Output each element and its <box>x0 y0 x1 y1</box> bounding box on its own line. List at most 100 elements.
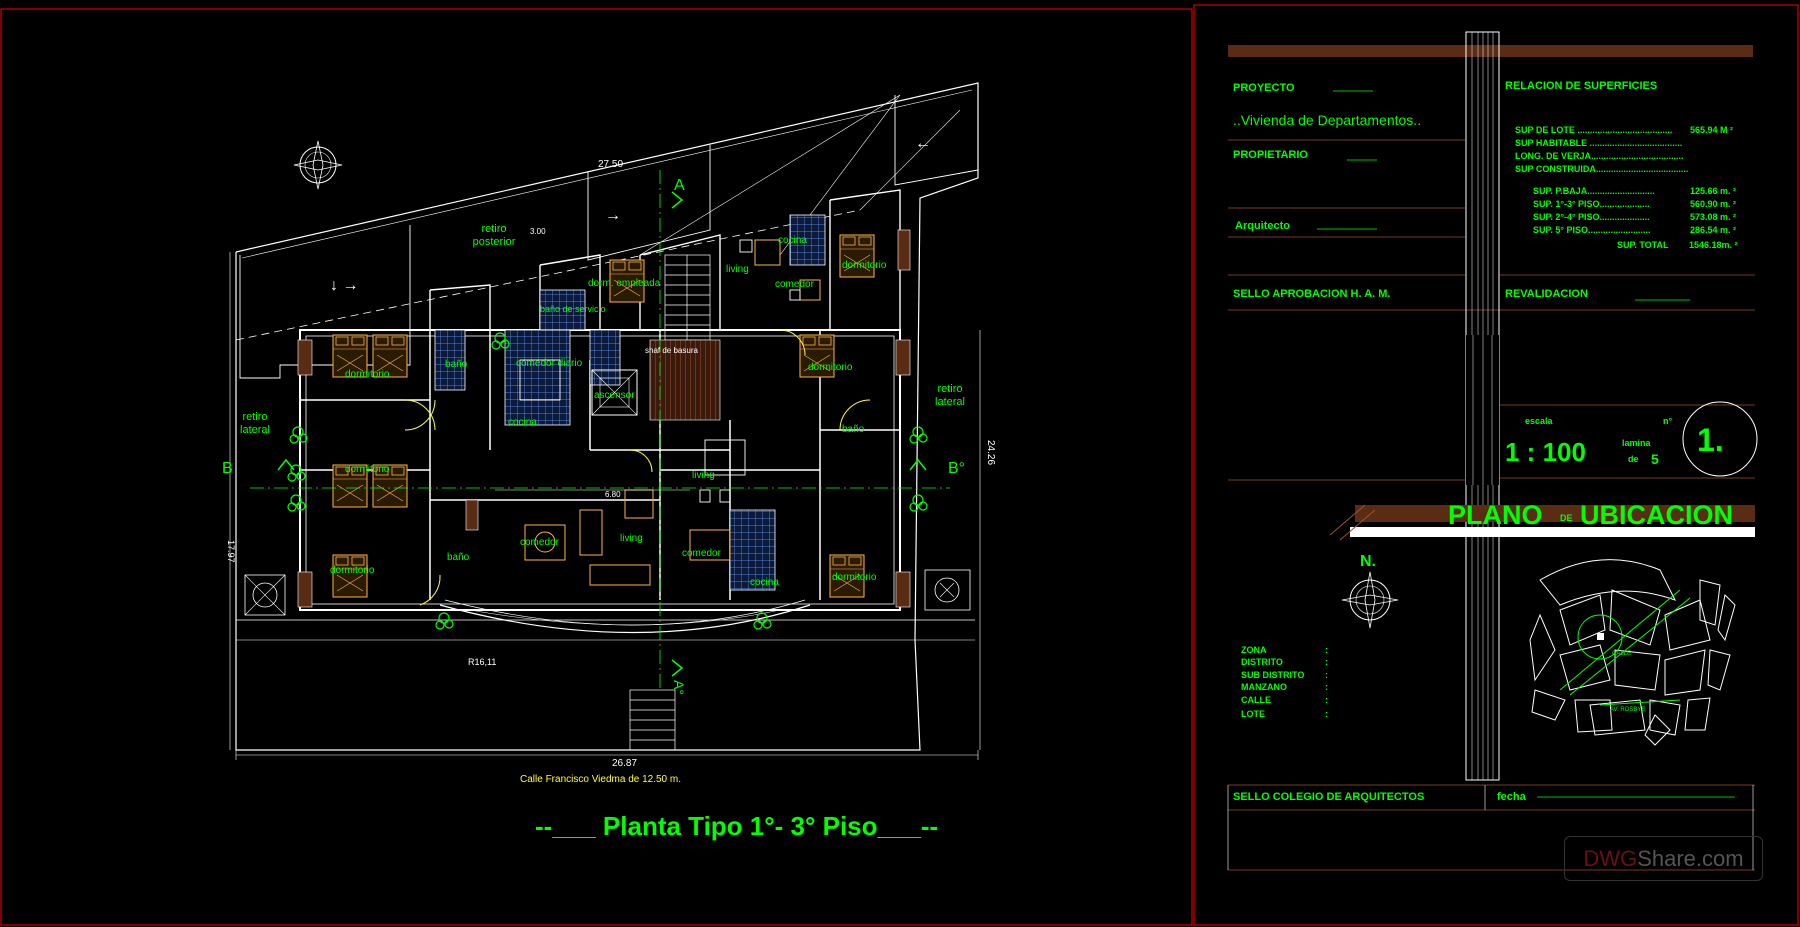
ubicacion-title-post: UBICACION <box>1580 500 1733 530</box>
revalidacion-label: REVALIDACION <box>1505 288 1588 300</box>
ubicacion-title-pre: PLANO <box>1448 500 1543 530</box>
sup-total-label: SUP. TOTAL <box>1617 240 1669 250</box>
room-bano-servicio: baño de servicio <box>540 304 606 314</box>
sup-5-value: 286.54 m. ² <box>1690 225 1736 235</box>
dim-left: 17.97 <box>226 540 236 563</box>
sup-total-value: 1546.18m. ² <box>1689 240 1738 250</box>
de-label: de <box>1628 454 1639 464</box>
room-ascensor: ascensor <box>594 390 635 401</box>
dim-radius: R16,11 <box>468 657 496 667</box>
section-b-left: B <box>222 460 233 477</box>
room-dormitorio-5: dormitorio <box>842 260 887 271</box>
north-label: N. <box>1360 553 1376 570</box>
n-label: n° <box>1663 416 1672 426</box>
room-dormitorio-6: dormitorio <box>832 572 877 583</box>
lamina-label: lamina <box>1622 438 1652 448</box>
section-a-bottom: A° <box>671 680 687 695</box>
room-living-2: living <box>692 470 715 481</box>
escala-label: escala <box>1525 416 1554 426</box>
room-comedor-2: comedor <box>682 548 722 559</box>
street-label: Calle Francisco Viedma de 12.50 m. <box>520 774 681 785</box>
lamina-circle <box>1682 401 1758 477</box>
sup-construida-label: SUP CONSTRUIDA..........................… <box>1515 164 1688 174</box>
sup-1-3-value: 560.90 m. ² <box>1690 199 1736 209</box>
title-block: PROYECTO ..Vivienda de Departamentos.. P… <box>1227 31 1758 871</box>
room-cocina-2: cocina <box>750 577 779 588</box>
manzano-label: MANZANO <box>1241 682 1287 692</box>
distrito-label: DISTRITO <box>1241 657 1283 667</box>
room-comedor-1: comedor <box>520 537 560 548</box>
distrito-sep: : <box>1325 657 1328 667</box>
relacion-label: RELACION DE SUPERFICIES <box>1505 80 1657 92</box>
room-bano-3: baño <box>842 424 865 435</box>
map-street-2: CALLE <box>1612 651 1631 657</box>
zona-label: ZONA <box>1241 645 1267 655</box>
sub-distrito-sep: : <box>1325 670 1328 680</box>
svg-text:↓ →: ↓ → <box>330 277 358 294</box>
left-sheet-frame <box>0 8 1193 926</box>
location-north-arrow-icon <box>1341 571 1399 629</box>
room-living-3: living <box>726 264 749 275</box>
section-a-top: A <box>674 177 685 194</box>
section-b-right: B° <box>948 460 965 477</box>
sup-1-3-label: SUP. 1°-3° PISO.................... <box>1533 199 1650 209</box>
dim-inner: 6.80 <box>605 490 621 499</box>
watermark-share: Share.com <box>1637 846 1744 871</box>
svg-text:←: ← <box>915 135 931 152</box>
room-cocina-1: cocina <box>508 417 537 428</box>
sup-lote-label: SUP DE LOTE ............................… <box>1515 125 1672 135</box>
calle-sep: : <box>1325 695 1328 705</box>
propietario-label: PROPIETARIO <box>1233 149 1308 161</box>
sub-distrito-label: SUB DISTRITO <box>1241 670 1304 680</box>
escala-value: 1 : 100 <box>1505 437 1586 467</box>
watermark-dwg: DWG <box>1583 846 1638 871</box>
watermark: DWGShare.com <box>1564 836 1763 881</box>
room-comedor-diario: comedor diario <box>516 358 583 369</box>
sup-lote-value: 565.94 M ² <box>1690 125 1733 135</box>
room-bano-2: baño <box>447 552 470 563</box>
sello-colegio-label: SELLO COLEGIO DE ARQUITECTOS <box>1233 791 1424 803</box>
sup-5-label: SUP. 5° PISO......................... <box>1533 225 1650 235</box>
sup-2-4-value: 573.08 m. ² <box>1690 212 1736 222</box>
sup-2-4-label: SUP. 2°-4° PISO.................... <box>1533 212 1650 222</box>
manzano-sep: : <box>1325 682 1328 692</box>
room-bano-1: baño <box>445 359 468 370</box>
plan-labels: 27.50 26.87 24.26 17.97 3.00 6.80 R16,11… <box>222 159 996 841</box>
sup-habitable-label: SUP HABITABLE ..........................… <box>1515 138 1682 148</box>
zona-sep: : <box>1325 645 1328 655</box>
dim-bottom: 26.87 <box>612 758 637 769</box>
fecha-label: fecha <box>1497 791 1527 803</box>
lamina-number: 1. <box>1697 422 1724 458</box>
calle-label: CALLE <box>1241 695 1271 705</box>
arquitecto-label: Arquitecto <box>1235 220 1290 232</box>
map-street-1: AV. ROSBYE <box>1610 707 1645 713</box>
room-dormitorio-1: dormitorio <box>345 369 390 380</box>
lamina-total: 5 <box>1651 451 1659 467</box>
room-living-1: living <box>620 533 643 544</box>
room-comedor-3: comedor <box>775 279 815 290</box>
dim-retiro: 3.00 <box>530 227 546 236</box>
room-dormitorio-2: dormitorio <box>345 464 390 475</box>
sup-pbaja-value: 125.66 m. ² <box>1690 186 1736 196</box>
room-dormitorio-4: dormitorio <box>808 362 853 373</box>
ubicacion-title-de: DE <box>1560 513 1573 523</box>
room-shaft: shaf de basura <box>645 346 698 355</box>
room-dormitorio-3: dormitorio <box>330 565 375 576</box>
location-map <box>1529 559 1736 746</box>
lote-sep: : <box>1325 709 1328 719</box>
lote-label: LOTE <box>1241 709 1265 719</box>
proyecto-value: ..Vivienda de Departamentos.. <box>1233 112 1421 128</box>
room-cocina-3: cocina <box>778 235 807 246</box>
sup-pbaja-label: SUP. P.BAJA........................... <box>1533 186 1655 196</box>
sello-ham-label: SELLO APROBACION H. A. M. <box>1233 288 1390 300</box>
floor-plan: ↓ → → ← <box>229 82 981 760</box>
plan-title: --___ Planta Tipo 1°- 3° Piso___-- <box>535 811 938 841</box>
dim-right: 24.26 <box>985 440 996 465</box>
right-sheet-frame <box>1193 4 1799 926</box>
room-dorm-empleada: dorm. empleada <box>588 278 661 289</box>
long-verja-label: LONG. DE VERJA..........................… <box>1515 151 1684 161</box>
